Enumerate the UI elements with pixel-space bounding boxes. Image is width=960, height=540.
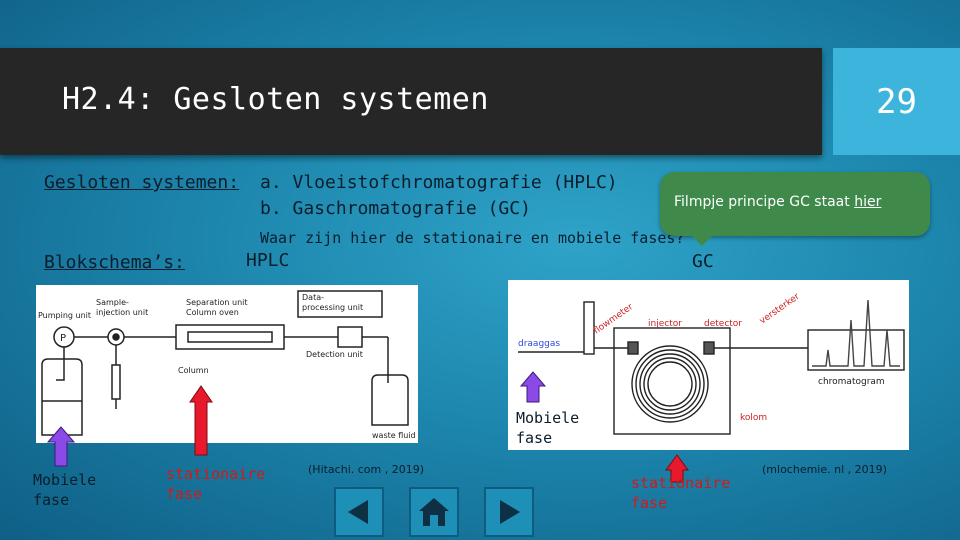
- gc-versterker-label: versterker: [758, 292, 802, 327]
- previous-slide-button[interactable]: [334, 487, 384, 537]
- hplc-sample-injection: Sample-: [96, 298, 129, 307]
- gc-mobile-label: Mobiele fase: [516, 409, 580, 447]
- gc-draaggas-label: draaggas: [518, 339, 560, 349]
- hplc-sample-injection-unit: injection unit: [96, 308, 148, 317]
- hplc-waste-label: waste fluid: [372, 431, 416, 440]
- callout-tail: [690, 234, 714, 246]
- block-label: Blokschema’s:: [44, 252, 185, 273]
- title-bar: [0, 48, 822, 155]
- hplc-column-oven: Column oven: [186, 308, 239, 317]
- video-callout: [660, 172, 930, 236]
- slide-number: 29: [833, 48, 960, 155]
- video-link[interactable]: hier: [854, 194, 882, 210]
- gc-chromatogram-label: chromatogram: [818, 377, 885, 387]
- previous-icon: [348, 500, 368, 524]
- next-slide-button[interactable]: [484, 487, 534, 537]
- intro-item-a: a. Vloeistofchromatografie (HPLC): [260, 172, 618, 193]
- hplc-title: HPLC: [246, 250, 290, 271]
- callout-label: Filmpje principe GC staat: [674, 194, 855, 210]
- question-text: Waar zijn hier de stationaire en mobiele…: [260, 229, 685, 247]
- home-icon: [419, 498, 449, 526]
- intro-label: Gesloten systemen:: [44, 172, 240, 193]
- hplc-pump-letter: P: [60, 333, 66, 344]
- intro-item-b: b. Gaschromatografie (GC): [260, 198, 531, 219]
- hplc-diagram: Pumping unit Sample- injection unit Sepa…: [36, 285, 418, 443]
- gc-kolom-label: kolom: [740, 413, 767, 423]
- gc-title: GC: [692, 251, 714, 272]
- hplc-data-processing-unit: processing unit: [302, 303, 363, 312]
- gc-stationary-label: stationaire fase: [631, 474, 731, 512]
- hplc-stationary-label: stationaire fase: [166, 465, 266, 503]
- gc-source: (mlochemie. nl , 2019): [762, 463, 887, 476]
- hplc-detection-unit: Detection unit: [306, 350, 363, 359]
- hplc-data-processing: Data-: [302, 293, 324, 302]
- slide-title: H2.4: Gesloten systemen: [62, 82, 489, 117]
- hplc-column-label: Column: [178, 366, 209, 375]
- gc-injector-label: injector: [648, 319, 682, 329]
- next-icon: [500, 500, 520, 524]
- gc-schematic: draaggas flowmeter injector detector ver…: [518, 292, 905, 435]
- hplc-pumping-unit: Pumping unit: [38, 311, 91, 320]
- gc-diagram: draaggas flowmeter injector detector ver…: [508, 280, 909, 450]
- hplc-schematic: Pumping unit Sample- injection unit Sepa…: [38, 290, 416, 440]
- hplc-separation-unit: Separation unit: [186, 298, 248, 307]
- callout-text: Filmpje principe GC staat hier: [674, 194, 881, 210]
- hplc-mobile-label: Mobiele fase: [33, 471, 97, 509]
- home-button[interactable]: [409, 487, 459, 537]
- gc-detector-label: detector: [704, 319, 742, 329]
- hplc-source: (Hitachi. com , 2019): [308, 463, 425, 476]
